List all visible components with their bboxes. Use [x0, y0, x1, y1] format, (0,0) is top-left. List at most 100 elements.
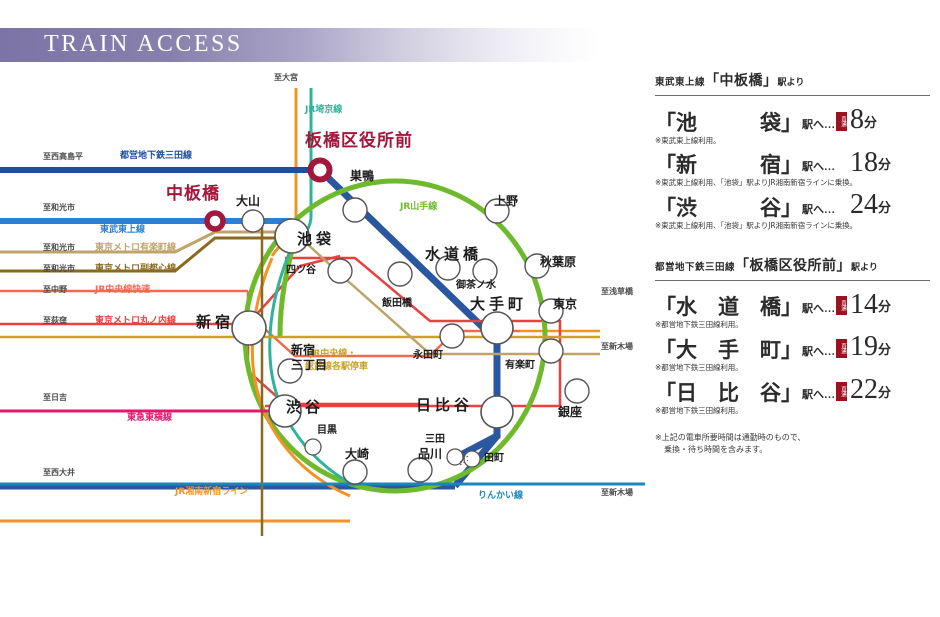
access-section-toei-mita: 都営地下鉄三田線 「板橋区役所前」 駅より 「水 道 橋」 駅へ… 直通 14 … [655, 255, 930, 416]
station-label-nagatacho: 永田町 [413, 350, 443, 361]
station-label-shinjuku: 新宿 [196, 315, 235, 331]
route-item: 「渋 谷」 駅へ… 24 分 ※東武東上線利用、「池袋」駅よりJR湘南新宿ライン… [655, 191, 930, 231]
access-times-panel: 東武東上線 「中板橋」 駅より 「池 袋」 駅へ… 直通 8 分 ※東武東上線利… [655, 70, 930, 456]
section-suffix-1: 駅より [777, 77, 805, 87]
line-label-chuo-sobu-2: 総武線各駅停車 [305, 362, 369, 372]
direct-badge: 直通 [836, 111, 847, 131]
page-title: TRAIN ACCESS [44, 31, 243, 57]
station-circle-nagatacho [439, 323, 465, 349]
section-line-name-2: 都営地下鉄三田線 [655, 262, 736, 273]
transfer-link-mita-tamachi [459, 455, 469, 466]
terminal-label-wakoshi-2: 至和光市 [43, 243, 75, 252]
section-line-name-1: 東武東上線 [655, 78, 706, 88]
route-minutes-unit: 分 [878, 199, 892, 215]
station-circle-osaki [342, 459, 368, 485]
station-circle-ueno [484, 198, 510, 224]
station-circle-otemachi [480, 311, 514, 345]
terminal-label-hiyoshi: 至日吉 [43, 393, 67, 402]
route-destination: 「新 宿」 [655, 153, 802, 178]
station-circles [231, 197, 590, 485]
route-to-label: 駅へ… [802, 118, 835, 131]
route-to-label: 駅へ… [802, 303, 835, 316]
station-circle-hibiya [480, 395, 514, 429]
station-circle-meguro [304, 438, 322, 456]
line-label-yurakucho: 東京メトロ有楽町線 [95, 243, 177, 253]
line-label-shonan-shinjuku: JR湘南新宿ライン [175, 487, 249, 497]
station-label-otemachi: 大手町 [470, 297, 528, 313]
station-label-ginza: 銀座 [558, 405, 583, 419]
line-toei-mita-diag [317, 167, 500, 344]
station-circle-yotsuya [327, 258, 353, 284]
station-circle-yurakucho [538, 338, 564, 364]
header-banner [0, 28, 600, 62]
terminal-label-wakoshi-3: 至和光市 [43, 264, 75, 273]
terminal-label-nakano: 至中野 [43, 285, 67, 294]
section-station-1: 「中板橋」 [705, 74, 778, 89]
line-label-tobu-tojo: 東武東上線 [100, 225, 146, 235]
station-circle-shinagawa [407, 457, 433, 483]
station-circle-sugamo [342, 197, 368, 223]
station-label-ochanomizu: 御茶ノ水 [456, 280, 496, 291]
station-circle-mita [446, 448, 464, 466]
line-label-chuo-rapid: JR中央線快速 [95, 285, 151, 295]
station-circle-shibuya [268, 394, 302, 428]
route-note: ※都営地下鉄三田線利用。 [655, 320, 743, 330]
terminal-label-omiya: 至大宮 [274, 73, 298, 82]
line-fukutoshin [0, 236, 292, 273]
station-circle-ginza [564, 378, 590, 404]
section-suffix-2: 駅より [851, 261, 878, 272]
route-item: 「水 道 橋」 駅へ… 直通 14 分 ※都営地下鉄三田線利用。 [655, 288, 930, 331]
direct-badge-placeholder [836, 199, 847, 216]
terminal-label-asakusabashi: 至浅草橋 [601, 287, 633, 296]
line-marunouchi-2 [246, 324, 420, 406]
line-shonan-loop [250, 257, 351, 498]
section-heading-2: 都営地下鉄三田線 「板橋区役所前」 駅より [655, 255, 930, 275]
station-label-shibuya: 渋谷 [286, 400, 325, 416]
line-label-fukutoshin: 東京メトロ副都心線 [95, 264, 177, 274]
station-circle-itabashi-kuyakushomae [307, 157, 333, 183]
terminal-label-nishioi: 至西大井 [43, 468, 75, 477]
station-label-yurakucho: 有楽町 [505, 360, 535, 371]
route-destination: 「渋 谷」 [655, 195, 802, 220]
station-circle-tamachi [463, 450, 481, 468]
station-label-sugamo: 巣鴨 [350, 169, 375, 183]
terminal-label-shinkiba-1: 至新木場 [601, 342, 633, 351]
route-destination: 「池 袋」 [655, 110, 802, 135]
route-note: ※東武東上線利用、「池袋」駅よりJR湘南新宿ラインに乗換。 [655, 178, 857, 188]
route-destination: 「水 道 橋」 [655, 295, 802, 320]
route-to-label: 駅へ… [802, 345, 835, 358]
station-label-oyama: 大山 [236, 194, 261, 208]
direct-badge-placeholder [836, 156, 847, 173]
station-circle-shinjuku-sanchome [277, 358, 303, 384]
terminal-label-wakoshi-1: 至和光市 [43, 203, 75, 212]
route-minutes: 8 [850, 104, 864, 135]
station-label-mita: 三田 [425, 434, 445, 445]
route-item: 「大 手 町」 駅へ… 直通 19 分 ※都営地下鉄三田線利用。 [655, 333, 930, 373]
route-to-label: 駅へ… [802, 388, 835, 401]
station-label-iidabashi: 飯田橋 [382, 298, 412, 309]
station-circle-ikebukuro [274, 218, 310, 254]
route-note: ※東武東上線利用、「池袋」駅よりJR湘南新宿ラインに乗換。 [655, 220, 857, 230]
route-minutes: 18 [850, 146, 878, 178]
station-label-ikebukuro: 池袋 [297, 232, 336, 248]
station-label-meguro: 目黒 [317, 425, 337, 436]
route-note: ※都営地下鉄三田線利用。 [655, 405, 743, 415]
footnote-line-2: 乗換・待ち時間を含みます。 [664, 444, 768, 454]
station-circle-ochanomizu [472, 258, 498, 284]
line-marunouchi-3 [285, 256, 562, 351]
station-label-yotsuya: 四ツ谷 [286, 265, 316, 276]
route-note: ※都営地下鉄三田線利用。 [655, 362, 743, 372]
station-circle-tokyo [538, 298, 564, 324]
line-label-chuo-sobu-1: JR中央線・ [310, 349, 357, 359]
route-minutes: 14 [850, 288, 878, 320]
station-label-tokyo: 東京 [553, 297, 578, 311]
route-minutes-unit: 分 [878, 157, 892, 173]
section-station-2: 「板橋区役所前」 [735, 258, 852, 274]
route-to-label: 駅へ… [802, 161, 835, 174]
line-marunouchi-5 [247, 254, 341, 325]
route-to-label: 駅へ… [802, 203, 835, 216]
line-label-jr-yamanote: JR山手線 [400, 202, 438, 212]
line-label-rinkai: りんかい線 [478, 491, 524, 501]
station-label-hibiya: 日比谷 [416, 398, 474, 414]
route-destination: 「日 比 谷」 [655, 380, 802, 405]
